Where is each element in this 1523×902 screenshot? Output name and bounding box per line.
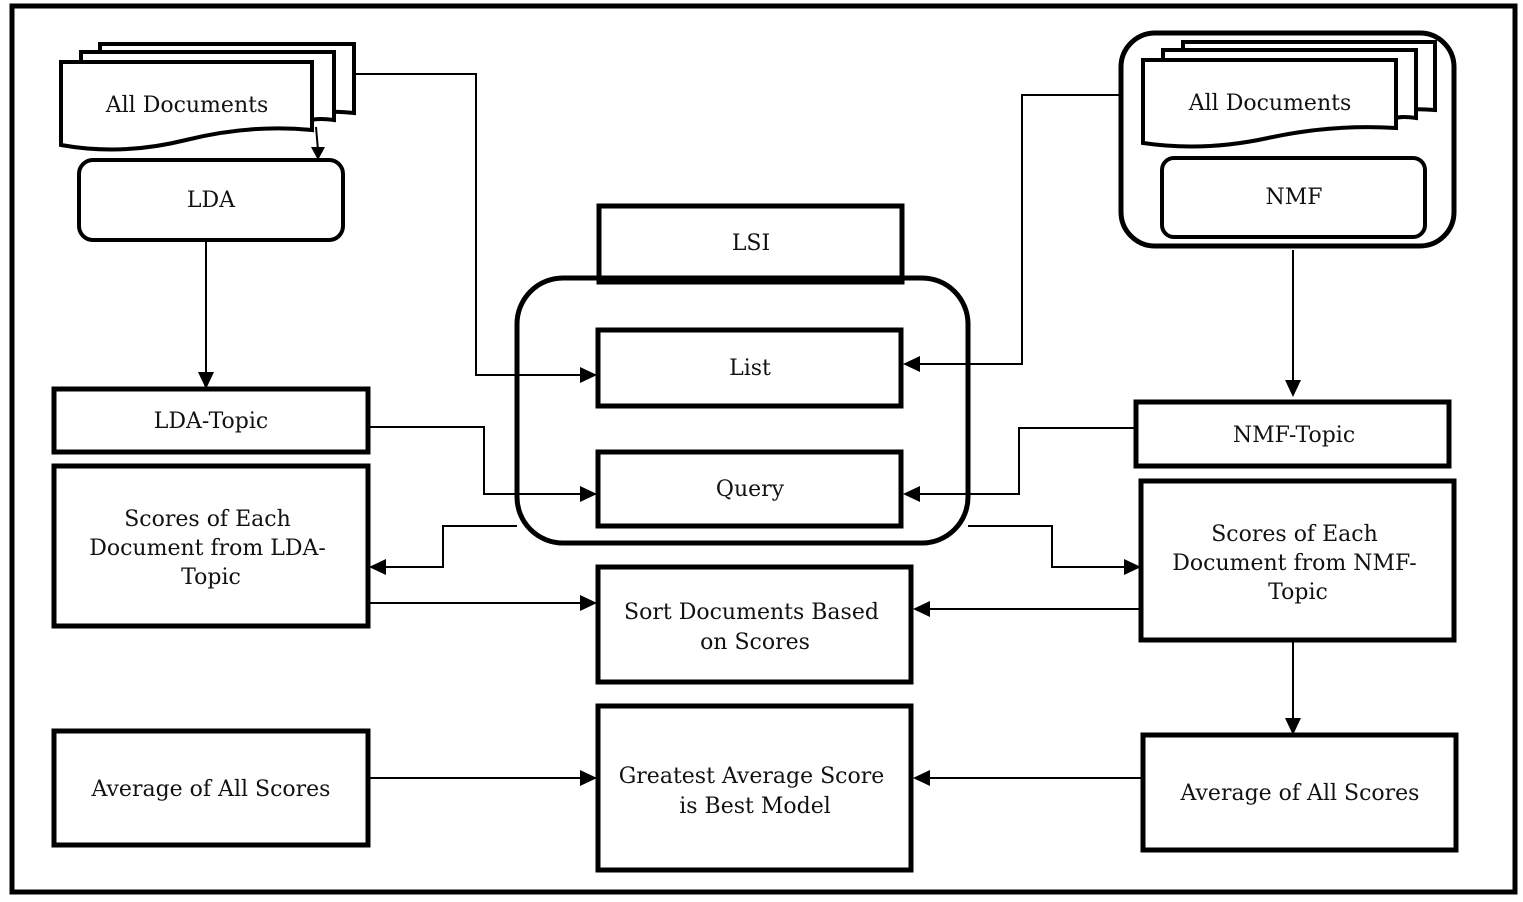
docs-left-label: All Documents (105, 93, 269, 118)
lsi-label: LSI (732, 231, 770, 256)
query-node: Query (595, 449, 904, 529)
documents-stack-left: All Documents (59, 42, 356, 152)
scores-nmf-line-3: Topic (1268, 580, 1328, 605)
scores-lda-line-1: Scores of Each (124, 507, 291, 532)
nmf-topic-node: NMF-Topic (1133, 399, 1452, 469)
lda-topic-node: LDA-Topic (51, 386, 371, 455)
sort-line-1: Sort Documents Based (624, 600, 879, 625)
scores-lda-node: Scores of Each Document from LDA- Topic (51, 463, 371, 629)
scores-lda-line-3: Topic (181, 565, 241, 590)
average-right-node: Average of All Scores (1140, 732, 1459, 853)
list-label: List (729, 356, 771, 381)
documents-stack-right: All Documents (1141, 40, 1437, 149)
arrow-lsi-to-scores-lda (384, 525, 517, 568)
arrow-docs-left-to-list (354, 73, 582, 376)
sort-node: Sort Documents Based on Scores (595, 564, 914, 685)
lsi-group-container (514, 275, 971, 546)
connectors (198, 73, 1411, 786)
average-left-label: Average of All Scores (91, 777, 331, 802)
greatest-line-2: is Best Model (679, 794, 831, 819)
lsi-node: LSI (596, 203, 905, 285)
scores-nmf-node: Scores of Each Document from NMF- Topic (1138, 478, 1457, 643)
scores-nmf-line-2: Document from NMF- (1172, 551, 1417, 576)
average-left-node: Average of All Scores (51, 728, 371, 848)
nmf-label: NMF (1265, 185, 1322, 210)
scores-lda-line-2: Document from LDA- (89, 536, 326, 561)
lda-topic-label: LDA-Topic (154, 409, 268, 434)
arrow-lda-topic-to-query (368, 426, 582, 495)
query-label: Query (716, 477, 785, 502)
nmf-topic-label: NMF-Topic (1233, 423, 1355, 448)
nmf-node: NMF (1160, 156, 1427, 239)
list-node: List (595, 327, 904, 409)
svg-text:Scores of Each Document: Scores of Each Document from LDA- Topic (89, 507, 333, 590)
scores-nmf-line-1: Scores of Each (1211, 522, 1378, 547)
average-right-label: Average of All Scores (1180, 781, 1420, 806)
lda-label: LDA (187, 188, 236, 213)
sort-line-2: on Scores (700, 630, 810, 655)
svg-text:Scores of Each Document: Scores of Each Document from NMF- Topic (1172, 522, 1424, 605)
svg-text:Greatest Average Score i: Greatest Average Score is Best Model (619, 764, 892, 819)
arrow-lsi-to-scores-nmf (968, 525, 1126, 568)
greatest-node: Greatest Average Score is Best Model (595, 703, 914, 873)
lda-node: LDA (77, 158, 345, 242)
docs-right-label: All Documents (1188, 91, 1352, 116)
greatest-line-1: Greatest Average Score (619, 764, 885, 789)
arrow-docs-to-lda (315, 126, 319, 151)
svg-text:Sort Documents Based on: Sort Documents Based on Scores (624, 600, 886, 655)
